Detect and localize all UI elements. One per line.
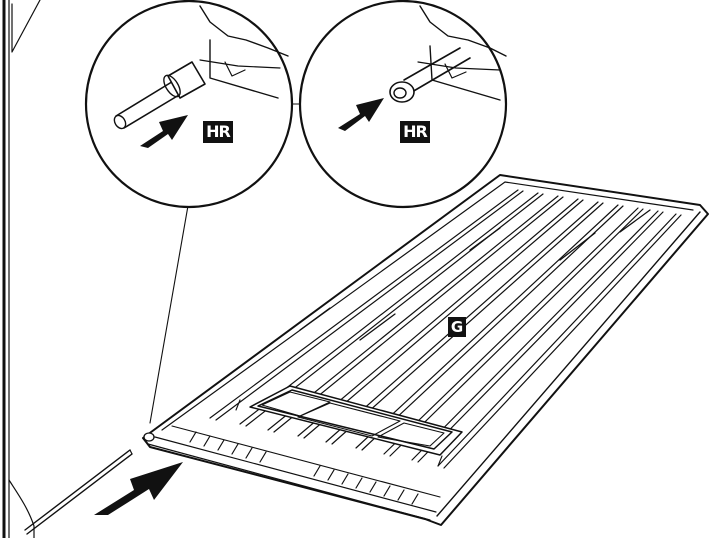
panel-g (142, 174, 709, 526)
callout-right-label: HR (400, 121, 430, 143)
callout-left-label: HR (203, 121, 233, 143)
cabinet-wall (2, 0, 41, 540)
panel-pin (143, 432, 155, 442)
push-arrow-icon (94, 462, 183, 515)
callout-right-arrow-icon (338, 98, 384, 131)
pivot-rod (24, 449, 133, 535)
callout-right (298, 0, 508, 209)
panel-slots (299, 209, 651, 341)
panel-label: G (448, 317, 466, 337)
panel-handle-frame (235, 385, 463, 467)
callout-left-arrow-icon (140, 115, 188, 148)
panel-teeth (189, 431, 419, 505)
callout-left (84, 0, 294, 209)
